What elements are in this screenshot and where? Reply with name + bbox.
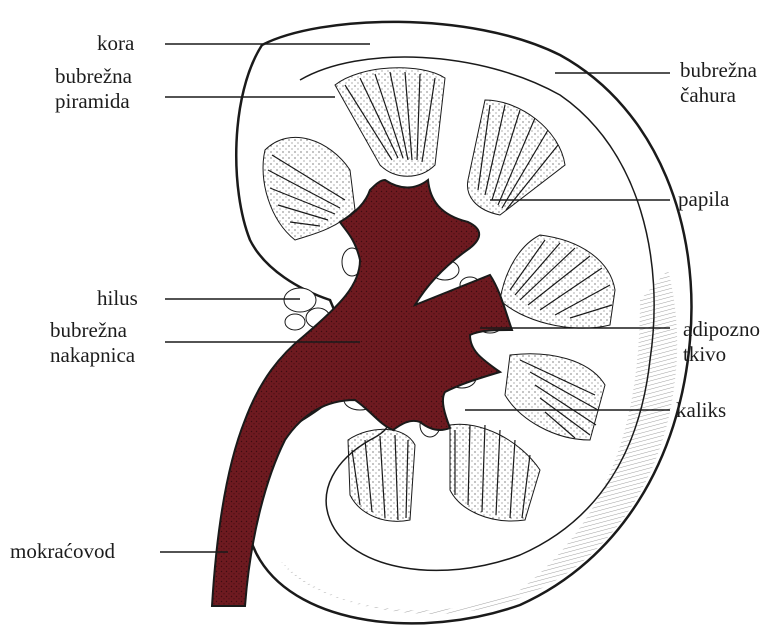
- label-bubrezna-cahura: bubrežna čahura: [680, 58, 757, 108]
- label-kaliks: kaliks: [676, 398, 726, 423]
- label-bubrezna-nakapnica: bubrežna nakapnica: [50, 318, 135, 368]
- label-bubrezna-cahura-line1: bubrežna: [680, 58, 757, 83]
- label-papila: papila: [678, 187, 729, 212]
- label-adipozno-tkivo-line1: adipozno: [683, 317, 760, 342]
- label-kora: kora: [97, 31, 134, 56]
- label-adipozno-tkivo-line2: tkivo: [683, 342, 760, 367]
- label-bubrezna-piramida: bubrežna piramida: [55, 64, 132, 114]
- label-bubrezna-piramida-line2: piramida: [55, 89, 132, 114]
- label-bubrezna-piramida-line1: bubrežna: [55, 64, 132, 89]
- label-adipozno-tkivo: adipozno tkivo: [683, 317, 760, 367]
- label-bubrezna-cahura-line2: čahura: [680, 83, 757, 108]
- label-bubrezna-nakapnica-line1: bubrežna: [50, 318, 135, 343]
- label-hilus: hilus: [97, 286, 138, 311]
- label-bubrezna-nakapnica-line2: nakapnica: [50, 343, 135, 368]
- label-mokracovod: mokraćovod: [10, 539, 115, 564]
